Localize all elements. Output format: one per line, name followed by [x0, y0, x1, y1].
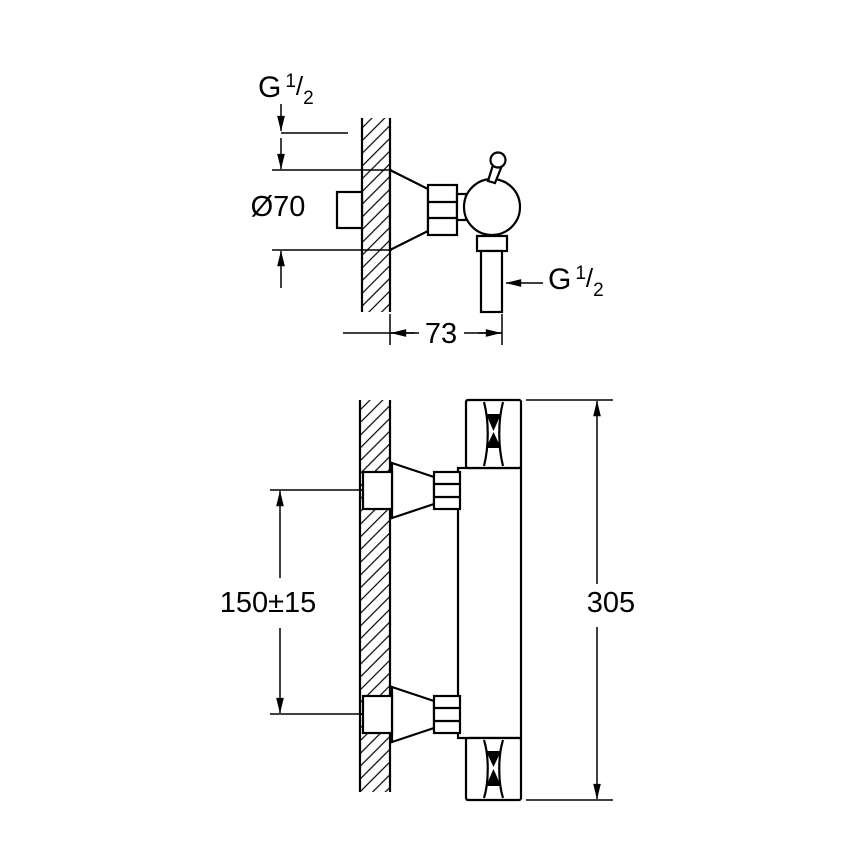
escutcheon-cone-upper	[390, 461, 436, 520]
escutcheon-diameter-label: Ø70	[251, 191, 306, 223]
supply-nipple-lower	[361, 694, 394, 735]
union-nut	[426, 183, 459, 237]
mixer-body	[456, 466, 523, 740]
handle-grip-edge	[482, 739, 489, 799]
union-nut-upper	[432, 470, 462, 511]
overall-length-label: 305	[587, 587, 635, 619]
handle-grip-edge	[498, 739, 505, 799]
handle-knob	[489, 151, 507, 169]
wall-offset-label: 73	[425, 318, 457, 350]
valve-body-side	[462, 177, 522, 237]
handle-grip-mark	[486, 432, 501, 448]
handle-grip-edge	[498, 401, 505, 467]
outlet-collar	[475, 234, 509, 253]
supply-nipple	[335, 190, 364, 230]
outlet-pipe	[479, 249, 504, 314]
handle-grip-mark	[486, 751, 501, 767]
inlet-spacing-label: 150±15	[220, 587, 317, 619]
union-nut-lower	[432, 694, 462, 735]
handle-grip-mark	[486, 769, 501, 786]
handle-grip-mark	[486, 414, 501, 431]
wall-hatch-top	[362, 118, 390, 312]
front-view: 150±15 305	[220, 398, 635, 802]
escutcheon-cone	[388, 168, 430, 252]
supply-nipple-upper	[361, 470, 394, 511]
escutcheon-cone-lower	[390, 685, 436, 744]
handle-grip-edge	[482, 401, 489, 467]
